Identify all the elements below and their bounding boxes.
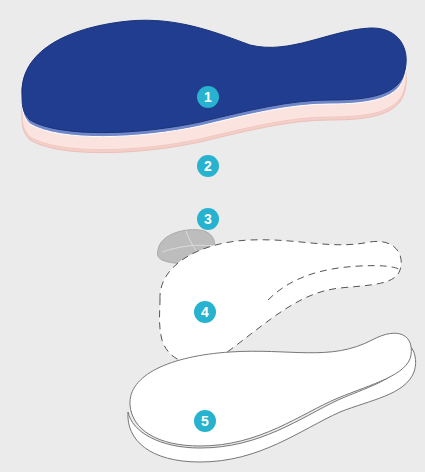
callout-number: 1 <box>204 90 212 104</box>
callout-circle: 3 <box>197 208 219 230</box>
callout-circle: 2 <box>197 155 219 177</box>
blue-layer <box>22 20 406 132</box>
shell-layer <box>128 333 416 462</box>
callout-circle: 5 <box>194 410 216 432</box>
callout-circle: 1 <box>197 86 219 108</box>
callout-circle: 4 <box>194 301 216 323</box>
callout-number: 4 <box>201 305 209 319</box>
callout-number: 5 <box>201 414 209 428</box>
callout-number: 3 <box>204 212 212 226</box>
callout-number: 2 <box>204 159 212 173</box>
